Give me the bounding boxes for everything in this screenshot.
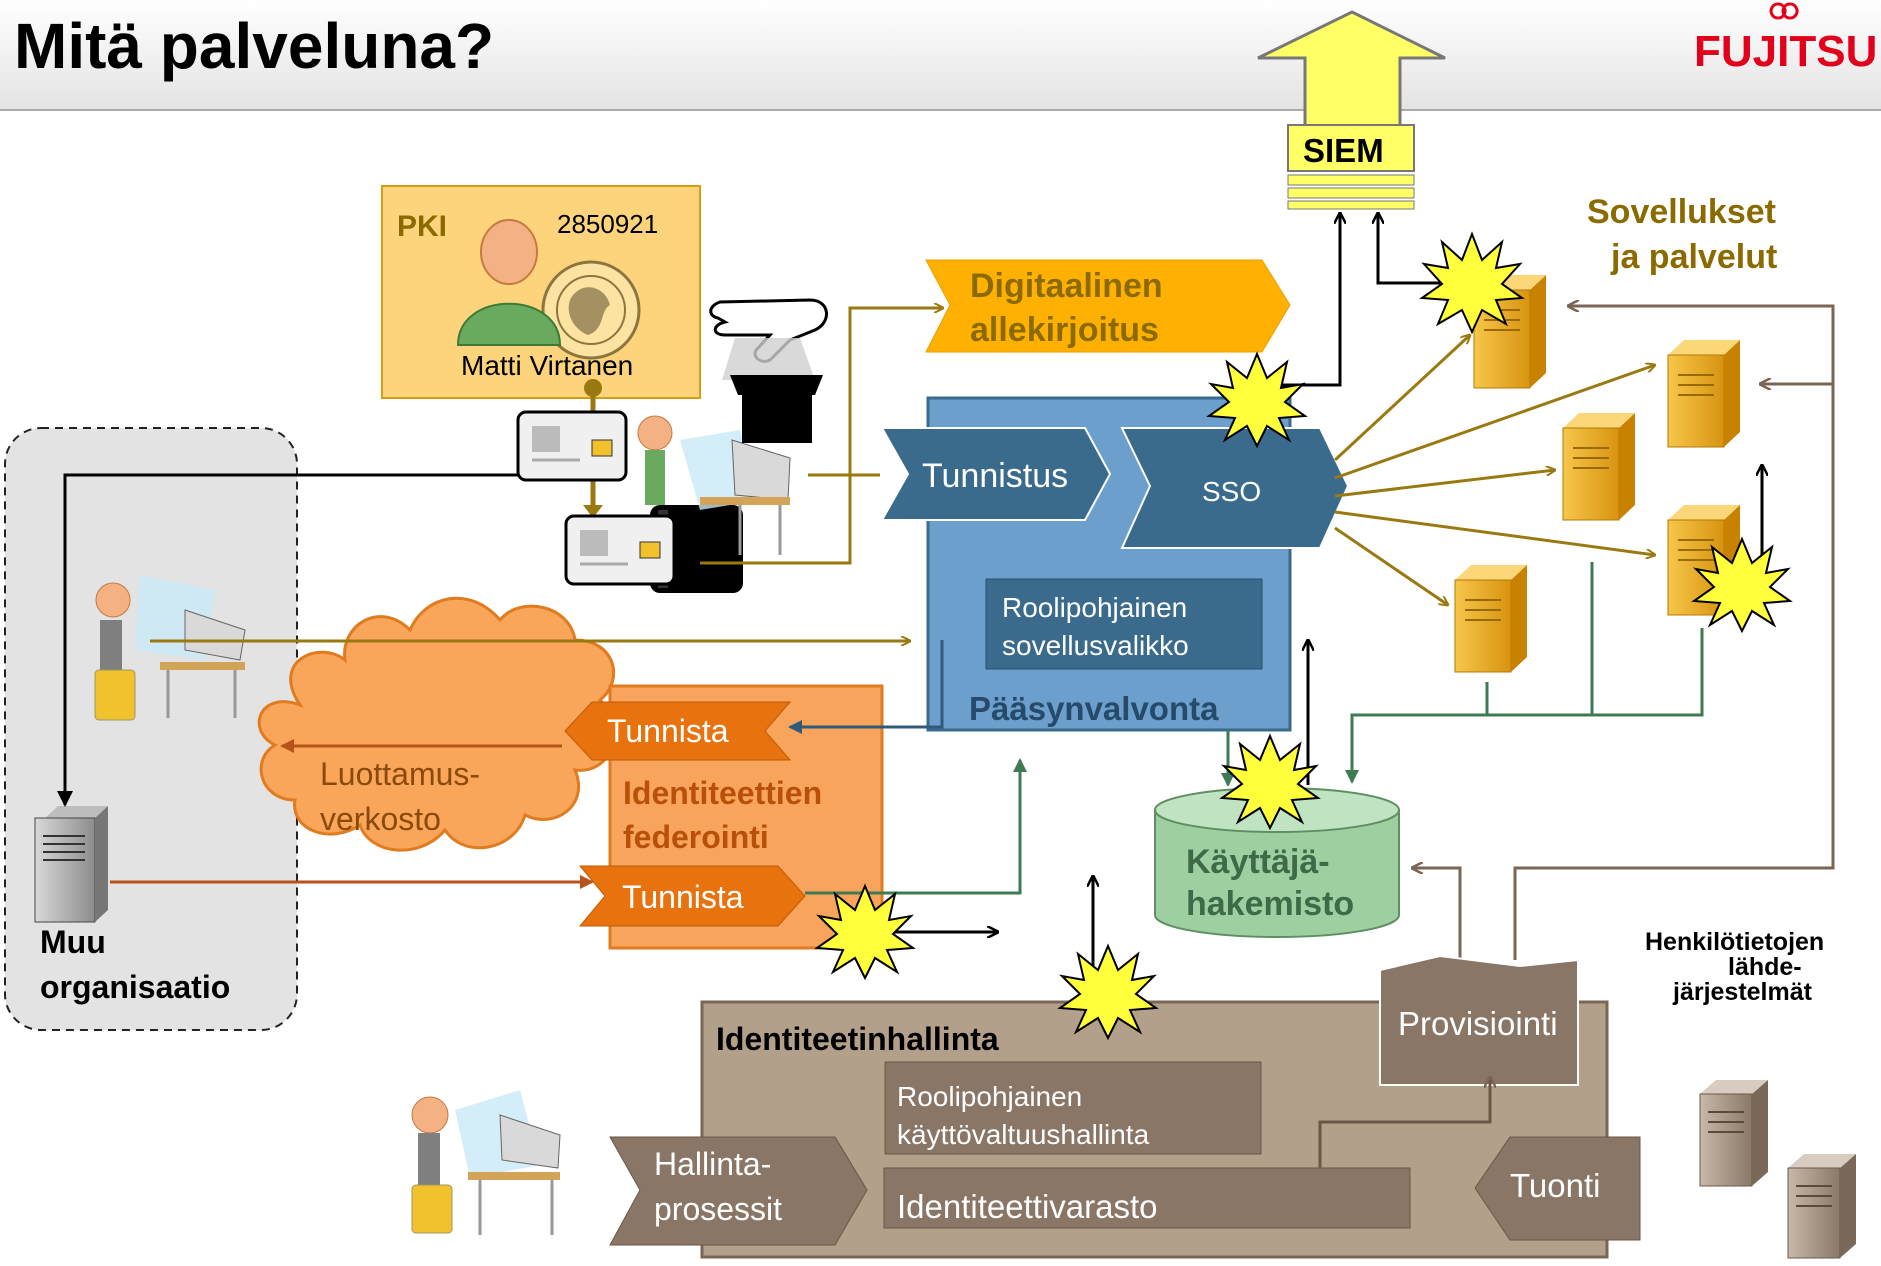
pki-name: Matti Virtanen <box>461 350 633 381</box>
smart-card-bottom-icon <box>564 514 676 586</box>
alert-burst-icon <box>1206 351 1308 449</box>
siem-label: SIEM <box>1303 132 1384 169</box>
role-management-label-2: käyttövaltuushallinta <box>897 1119 1150 1150</box>
provisioning-label: Provisiointi <box>1398 1005 1558 1042</box>
import-label: Tuonti <box>1510 1167 1601 1204</box>
directory-label-1: Käyttäjä- <box>1186 843 1330 881</box>
app-server-1-icon <box>1473 275 1546 389</box>
processes-label-1: Hallinta- <box>654 1146 771 1182</box>
source-server-1-icon <box>1699 1080 1768 1187</box>
pki-user-computer-icon <box>637 415 791 555</box>
signature-label-1: Digitaalinen <box>970 267 1163 305</box>
provisioning-box[interactable] <box>1379 954 1579 1086</box>
store-to-provisioning-line <box>1318 1077 1490 1168</box>
role-menu-label-1: Roolipohjainen <box>1002 592 1187 623</box>
biometric-reader-icon <box>722 338 823 443</box>
alert-burst-icon <box>1419 231 1525 335</box>
federation-to-access-line <box>805 758 1027 895</box>
identify-top-arrow <box>564 701 792 761</box>
provisioning-to-apps-line <box>1513 306 1835 960</box>
slide-title: Mitä palveluna? <box>14 10 494 82</box>
fujitsu-logo: FUJITSU <box>1694 27 1877 76</box>
processes-label-2: prosessit <box>654 1191 782 1227</box>
trust-network-cloud <box>257 596 617 852</box>
header-band <box>0 0 1881 110</box>
source-systems-label-1: Henkilötietojen <box>1645 928 1824 956</box>
source-systems-label-2: lähde- <box>1728 953 1802 981</box>
alert-burst-icon <box>814 883 916 981</box>
identify-bottom-arrow <box>578 865 806 927</box>
apps-label-2: ja palvelut <box>1610 238 1777 276</box>
admin-user-computer-icon <box>411 1090 561 1235</box>
card-to-other-org-line <box>57 473 528 807</box>
pki-person-avatar-icon <box>456 219 641 360</box>
apps-label-1: Sovellukset <box>1587 193 1776 231</box>
signature-label-2: allekirjoitus <box>970 311 1159 349</box>
apps-to-directory-lines <box>1221 562 1704 787</box>
authentication-label: Tunnistus <box>922 457 1068 495</box>
alert-burst-icon <box>1691 536 1793 634</box>
access-control-title: Pääsynvalvonta <box>969 690 1219 727</box>
sso-label: SSO <box>1202 476 1261 507</box>
identity-store-label: Identiteettivarasto <box>897 1188 1158 1225</box>
management-processes-arrow[interactable] <box>609 1136 868 1246</box>
card-to-signature-line <box>700 308 943 565</box>
smart-card-top-icon <box>516 410 628 482</box>
provisioning-to-directory-line <box>1412 868 1462 960</box>
sso-to-siem-line <box>1255 213 1340 387</box>
federation-title-1: Identiteettien <box>623 775 822 811</box>
role-menu-label-2: sovellusvalikko <box>1002 630 1189 661</box>
alert-burst-icon <box>1219 733 1321 831</box>
trust-network-label-1: Luottamus- <box>320 756 480 792</box>
trust-network-label-2: verkosto <box>320 801 441 837</box>
identity-store-box[interactable] <box>883 1167 1411 1229</box>
other-org-label-2: organisaatio <box>40 969 230 1005</box>
identity-management-title: Identiteetinhallinta <box>716 1021 999 1057</box>
other-org-server-icon <box>34 806 108 923</box>
federation-title-2: federointi <box>623 819 769 855</box>
access-to-federation-line <box>788 640 944 734</box>
role-management-box[interactable] <box>884 1061 1262 1155</box>
source-server-2-icon <box>1787 1154 1856 1259</box>
logo-infinity-icon <box>1769 2 1799 20</box>
alert-burst-icon <box>1057 943 1159 1041</box>
source-systems-label-3: järjestelmät <box>1672 978 1813 1006</box>
role-menu-box <box>985 578 1263 670</box>
apps-to-siem-line <box>1378 213 1470 285</box>
pki-card <box>381 185 701 399</box>
other-org-user-icon <box>94 575 246 721</box>
authentication-arrow[interactable] <box>880 427 1112 521</box>
user-directory-cylinder <box>1154 787 1400 938</box>
sso-arrow[interactable] <box>1120 427 1350 549</box>
import-arrow[interactable] <box>1474 1136 1641 1241</box>
app-server-3-icon <box>1562 413 1635 521</box>
siem-box <box>1287 124 1415 172</box>
identify-bottom-label: Tunnista <box>622 879 744 915</box>
app-server-5-icon <box>1454 565 1527 673</box>
identify-top-label: Tunnista <box>607 713 729 749</box>
app-server-2-icon <box>1667 340 1740 448</box>
sso-to-apps-lines <box>1333 335 1655 605</box>
other-org-label-1: Muu <box>40 924 106 960</box>
pki-number: 2850921 <box>557 209 658 239</box>
digital-signature-arrow <box>925 259 1291 353</box>
pki-label: PKI <box>397 210 447 243</box>
directory-label-2: hakemisto <box>1186 885 1354 923</box>
role-management-label-1: Roolipohjainen <box>897 1081 1082 1112</box>
